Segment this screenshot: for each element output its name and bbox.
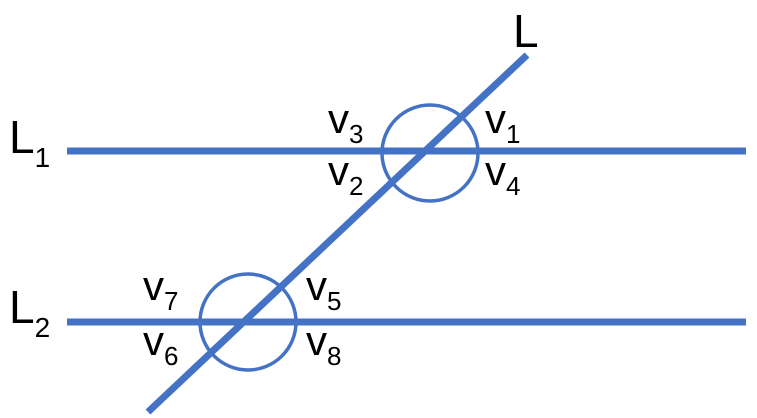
line1-label-sub: 1 — [35, 142, 51, 173]
angle-label-v7: v7 — [143, 262, 178, 316]
angle-label-v5: v5 — [306, 262, 341, 316]
angle-label-v3: v3 — [328, 95, 363, 149]
intersection-circle-lower — [198, 272, 298, 372]
line1-label-base: L — [9, 111, 35, 163]
line2-label-sub: 2 — [35, 312, 51, 343]
line2-label: L2 — [9, 281, 50, 343]
angle-label-v1: v1 — [485, 95, 520, 149]
angle-label-v2: v2 — [328, 147, 363, 201]
angle-label-v4: v4 — [485, 147, 520, 201]
angle-label-v6: v6 — [143, 317, 178, 371]
intersection-circle-upper — [380, 103, 480, 203]
line1-label: L1 — [9, 111, 50, 173]
transversal-label: L — [513, 5, 539, 57]
line2-label-base: L — [9, 281, 35, 333]
angle-label-v8: v8 — [306, 317, 341, 371]
